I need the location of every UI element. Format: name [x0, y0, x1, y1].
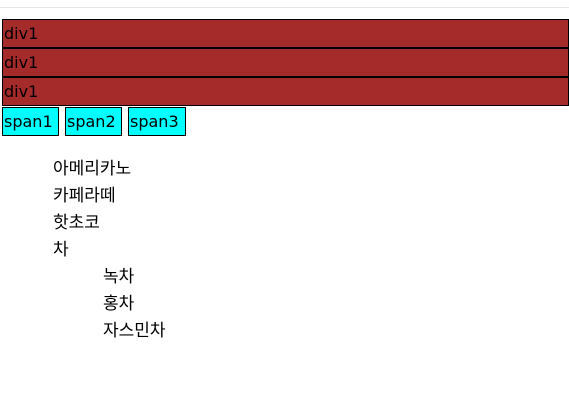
- span-box-2: span2: [65, 107, 122, 136]
- browser-top-edge: [0, 0, 569, 8]
- menu-item-cafe-latte: 카페라떼: [53, 186, 116, 206]
- div-block-1: div1: [2, 19, 569, 48]
- div-block-3: div1: [2, 77, 569, 106]
- menu-item-hot-chocolate: 핫초코: [53, 213, 100, 233]
- sub-item-black-tea: 홍차: [103, 294, 135, 314]
- menu-item-americano: 아메리카노: [53, 159, 132, 179]
- sub-item-green-tea: 녹차: [103, 267, 135, 287]
- span-box-3: span3: [128, 107, 186, 136]
- div-block-2: div1: [2, 48, 569, 77]
- menu-item-tea: 차: [53, 240, 69, 260]
- span-box-1: span1: [2, 107, 59, 136]
- sub-item-jasmine-tea: 자스민차: [103, 321, 166, 341]
